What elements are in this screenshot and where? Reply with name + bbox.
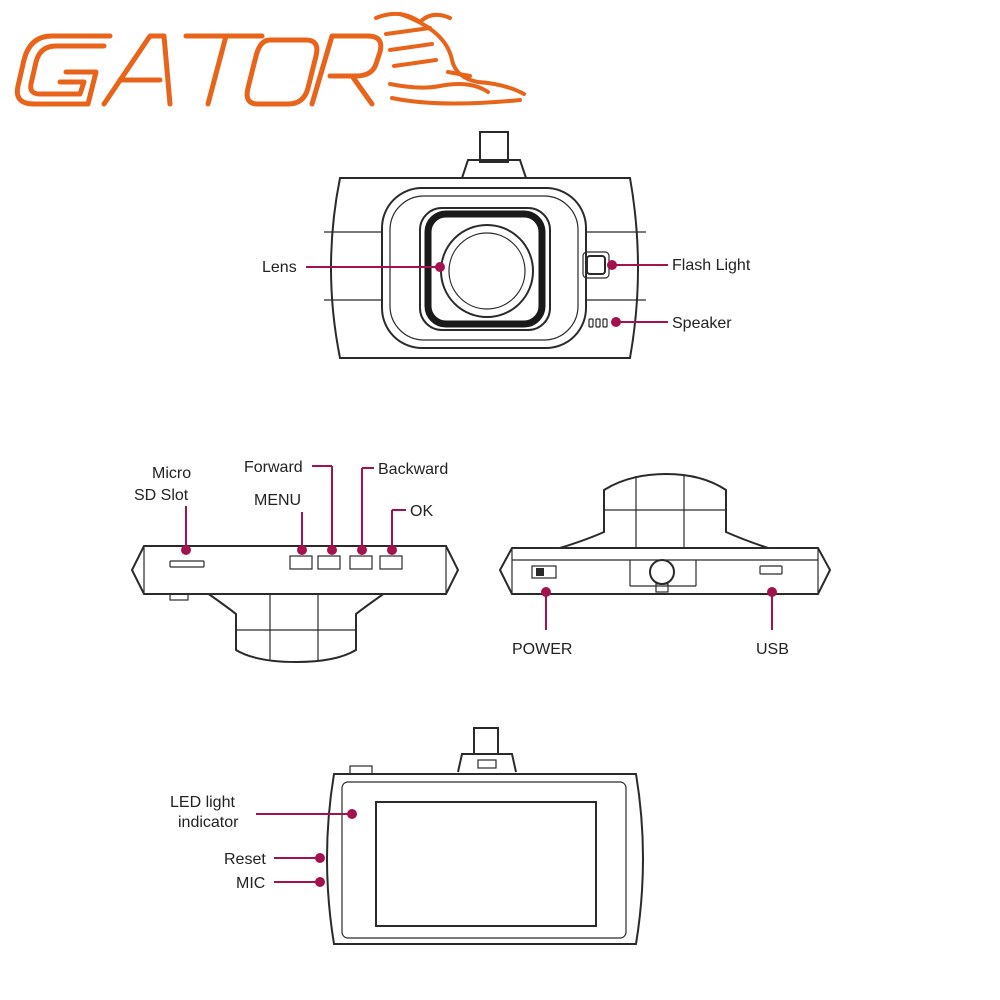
top-view-body — [130, 545, 460, 664]
usb-label: USB — [756, 641, 789, 658]
led-label-line2: indicator — [178, 814, 239, 831]
backward-callout: Backward — [357, 461, 448, 555]
gator-emblem-graphic — [374, 11, 526, 106]
microsd-label-line2: SD Slot — [134, 487, 189, 504]
microsd-label-line1: Micro — [152, 465, 191, 482]
usb-callout: USB — [756, 587, 789, 658]
back-view-body — [326, 727, 644, 945]
power-callout: POWER — [512, 587, 572, 658]
led-indicator-callout: LED light indicator — [170, 794, 357, 831]
ok-callout: OK — [387, 503, 433, 555]
ok-label: OK — [410, 503, 433, 520]
menu-callout: MENU — [254, 492, 307, 555]
forward-callout: Forward — [244, 459, 337, 555]
backward-label: Backward — [378, 461, 448, 478]
flash-light-label: Flash Light — [672, 257, 751, 274]
gator-wordmark-graphic — [14, 33, 384, 107]
led-label-line1: LED light — [170, 794, 235, 811]
bottom-view-body — [498, 472, 832, 595]
microsd-callout: Micro SD Slot — [134, 465, 191, 555]
gator-logo — [14, 11, 526, 107]
reset-callout: Reset — [224, 851, 325, 868]
speaker-callout: Speaker — [611, 315, 732, 332]
power-label: POWER — [512, 641, 572, 658]
front-view-body — [324, 131, 646, 359]
front-view: Lens Flash Light Speaker — [262, 131, 751, 359]
bottom-view: POWER USB — [498, 472, 832, 658]
mic-label: MIC — [236, 875, 265, 892]
mic-callout: MIC — [236, 875, 325, 892]
lens-label: Lens — [262, 259, 297, 276]
top-view: Micro SD Slot Forward MENU Backward OK — [130, 459, 460, 664]
speaker-label: Speaker — [672, 315, 732, 332]
back-view: LED light indicator Reset MIC — [170, 727, 644, 945]
menu-label: MENU — [254, 492, 301, 509]
lens-callout: Lens — [262, 259, 445, 276]
flash-light-callout: Flash Light — [607, 257, 751, 274]
forward-label: Forward — [244, 459, 303, 476]
reset-label: Reset — [224, 851, 266, 868]
